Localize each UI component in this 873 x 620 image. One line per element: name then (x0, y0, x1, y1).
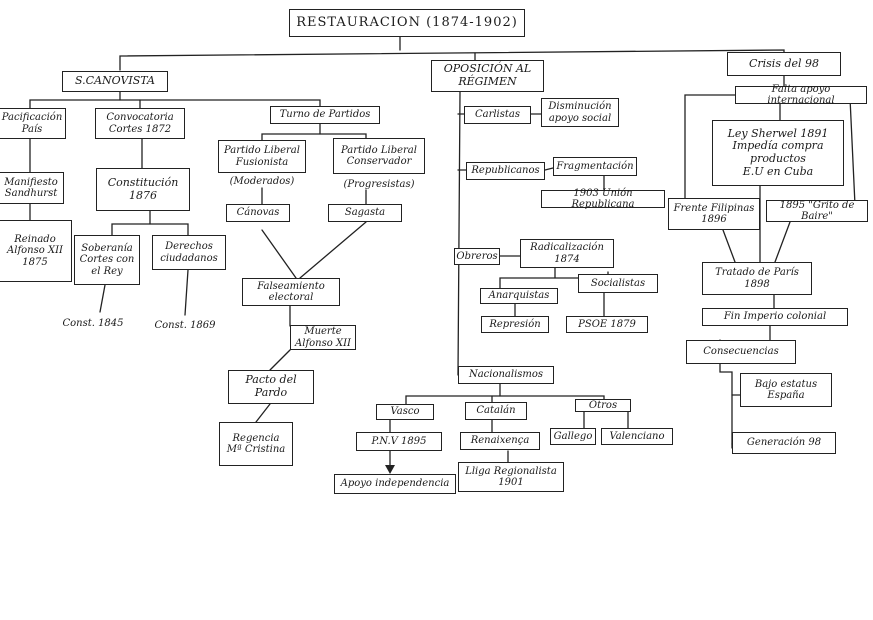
node-pnv: P.N.V 1895 (356, 432, 442, 451)
node-generacion-98: Generación 98 (732, 432, 836, 454)
node-gallego: Gallego (550, 428, 596, 445)
node-obreros: Obreros (454, 248, 500, 265)
node-bajo-estatus: Bajo estatus España (740, 373, 832, 407)
node-anarquistas: Anarquistas (480, 288, 558, 304)
node-psoe: PSOE 1879 (566, 316, 648, 333)
node-manifiesto: Manifiesto Sandhurst (0, 172, 64, 204)
node-regencia: Regencia Mª Cristina (219, 422, 293, 466)
node-disminucion: Disminución apoyo social (541, 98, 619, 127)
node-apoyo-independencia: Apoyo independencia (334, 474, 456, 494)
label-moderados: (Moderados) (229, 176, 295, 187)
node-tratado-paris: Tratado de París 1898 (702, 262, 812, 295)
node-canovas: Cánovas (226, 204, 290, 222)
branch-canovista: S.CANOVISTA (62, 71, 168, 92)
node-derechos: Derechos ciudadanos (152, 235, 226, 270)
node-vasco: Vasco (376, 404, 434, 420)
node-fin-imperio: Fin Imperio colonial (702, 308, 848, 326)
node-renaixenca: Renaixença (460, 432, 540, 450)
node-grito-baire: 1895 "Grito de Baire" (766, 200, 868, 222)
node-liberal-fusionista: Partido Liberal Fusionista (218, 140, 306, 173)
label-const-1869: Const. 1869 (154, 320, 216, 331)
node-pacto-pardo: Pacto del Pardo (228, 370, 314, 404)
label-const-1845: Const. 1845 (62, 318, 124, 329)
branch-oposicion: OPOSICIÓN AL RÉGIMEN (431, 60, 544, 92)
node-lliga: Lliga Regionalista 1901 (458, 462, 564, 492)
node-ley-sherwel: Ley Sherwel 1891 Impedía compra producto… (712, 120, 844, 186)
node-soberania: Soberanía Cortes con el Rey (74, 235, 140, 285)
node-pacificacion: Pacificación País (0, 108, 66, 139)
node-valenciano: Valenciano (601, 428, 673, 445)
node-otros: Otros (575, 399, 631, 412)
label-progresistas: (Progresistas) (343, 179, 415, 190)
node-carlistas: Carlistas (464, 106, 531, 124)
node-sagasta: Sagasta (328, 204, 402, 222)
node-constitucion: Constitución 1876 (96, 168, 190, 211)
node-convocatoria: Convocatoria Cortes 1872 (95, 108, 185, 139)
branch-crisis: Crisis del 98 (727, 52, 841, 76)
node-nacionalismos: Nacionalismos (458, 366, 554, 384)
node-radicalizacion: Radicalización 1874 (520, 239, 614, 268)
node-frente-filipinas: Frente Filipinas 1896 (668, 198, 760, 230)
node-muerte-alfonso: Muerte Alfonso XII (290, 325, 356, 350)
node-falseamiento: Falseamiento electoral (242, 278, 340, 306)
map-title: RESTAURACION (1874-1902) (289, 9, 525, 37)
node-falta-apoyo: Falta apoyo internacional (735, 84, 867, 106)
node-liberal-conservador: Partido Liberal Conservador (333, 138, 425, 174)
node-represion: Represión (481, 316, 549, 333)
node-reinado: Reinado Alfonso XII 1875 (0, 220, 72, 282)
node-turno-partidos: Turno de Partidos (270, 106, 380, 124)
node-catalan: Catalán (465, 402, 527, 420)
node-union-republicana: 1903 Unión Republicana (541, 188, 665, 210)
node-republicanos: Republicanos (466, 162, 545, 180)
node-socialistas: Socialistas (578, 274, 658, 293)
node-consecuencias: Consecuencias (686, 340, 796, 364)
node-fragmentacion: Fragmentación (553, 157, 637, 176)
